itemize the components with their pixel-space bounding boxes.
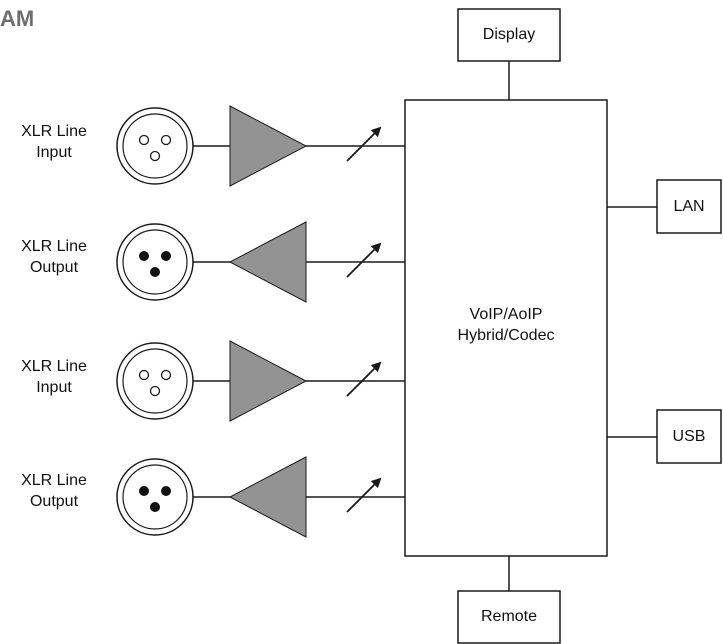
xlr-connector-4-ring <box>122 464 188 530</box>
xlr-connector-4-pin-1 <box>139 486 149 496</box>
xlr-connector-1-ring <box>122 113 188 179</box>
diagram-shapes <box>116 8 722 644</box>
usb-label: USB <box>672 427 706 445</box>
xlr-connector-4-pin-3 <box>150 502 160 512</box>
channel-2-label-line1: XLR Line <box>21 238 87 255</box>
xlr-connector-2-ring <box>122 229 188 295</box>
channel-3-label-line1: XLR Line <box>21 358 87 375</box>
amplifier-3 <box>229 340 308 422</box>
core-label-line2: Hybrid/Codec <box>457 327 555 344</box>
channel-4-label-line1: XLR Line <box>21 472 87 489</box>
channel-2-label: XLR Line Output <box>2 236 106 278</box>
gain-control-arrow-4 <box>346 477 382 513</box>
channel-4-label-line2: Output <box>29 493 79 510</box>
core-box <box>404 99 608 557</box>
xlr-connector-2-pin-1 <box>139 251 149 261</box>
lan-box <box>656 179 722 234</box>
channel-1-label-line2: Input <box>36 144 72 161</box>
xlr-connector-2-pin-3 <box>150 267 160 277</box>
amplifier-2 <box>228 221 307 303</box>
core-label-line1: VoIP/AoIP <box>469 306 543 323</box>
xlr-connector-3-socket-1 <box>138 369 150 381</box>
xlr-connector-2-pin-2 <box>161 251 171 261</box>
xlr-connector-3-socket-2 <box>160 369 172 381</box>
channel-1-label-line1: XLR Line <box>21 123 87 140</box>
xlr-connector-4-pin-2 <box>161 486 171 496</box>
xlr-connector-1 <box>116 107 194 185</box>
remote-box <box>457 590 561 644</box>
xlr-connector-3-socket-3 <box>149 385 161 397</box>
gain-control-arrow-2 <box>346 242 382 278</box>
xlr-connector-4 <box>116 458 194 536</box>
gain-control-arrow-3 <box>346 361 382 397</box>
lan-label: LAN <box>673 197 705 215</box>
core-label: VoIP/AoIP Hybrid/Codec <box>405 304 607 346</box>
xlr-connector-2 <box>116 223 194 301</box>
channel-2-label-line2: Output <box>29 259 79 276</box>
amplifier-4 <box>228 456 307 538</box>
display-label: Display <box>482 26 536 43</box>
remote-label: Remote <box>480 608 538 625</box>
amplifier-1 <box>229 105 308 187</box>
xlr-connector-3-ring <box>122 348 188 414</box>
channel-3-label: XLR Line Input <box>2 356 106 398</box>
channel-1-label: XLR Line Input <box>2 121 106 163</box>
diagram-title-fragment: AM <box>0 6 35 31</box>
xlr-connector-1-socket-1 <box>138 134 150 146</box>
usb-box <box>656 409 722 464</box>
xlr-connector-1-socket-3 <box>149 150 161 162</box>
xlr-connector-3 <box>116 342 194 420</box>
channel-3-label-line2: Input <box>36 379 72 396</box>
display-box <box>457 8 561 62</box>
xlr-connector-1-socket-2 <box>160 134 172 146</box>
gain-control-arrow-1 <box>346 126 382 162</box>
channel-4-label: XLR Line Output <box>2 470 106 512</box>
